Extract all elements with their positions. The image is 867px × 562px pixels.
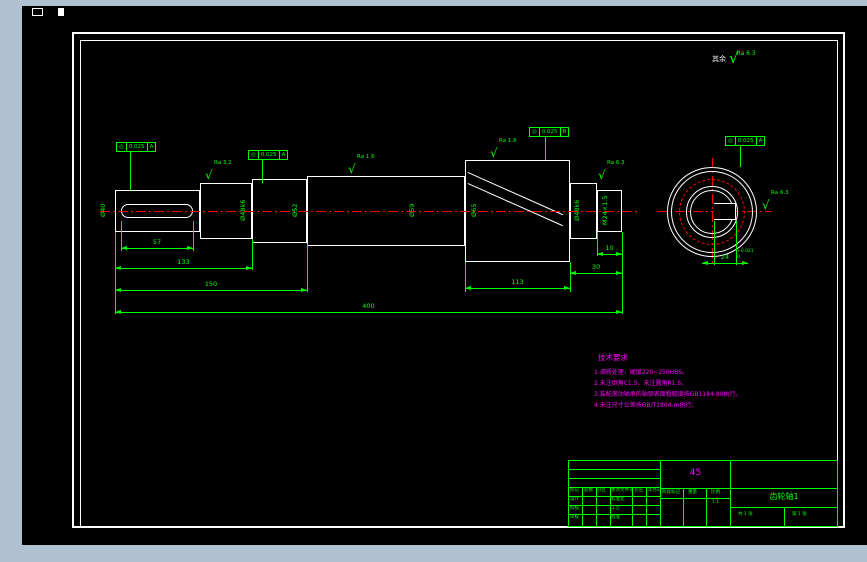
end-view-tolerance: +0.021 0: [737, 249, 754, 261]
part-name: 齿轮轴1: [769, 492, 799, 501]
border-outer: [72, 32, 845, 528]
endview-outer-circle: [667, 167, 757, 257]
endview-circle-2: [671, 171, 753, 253]
drawing-sheet: [22, 6, 867, 545]
shaft-centerline: [100, 211, 640, 212]
endview-keyway-notch: [714, 203, 736, 220]
general-roughness-note: 其余 √ Ra 6.3: [712, 50, 756, 66]
technical-notes: 技术要求: [594, 352, 628, 363]
pitch-circle: [679, 179, 745, 245]
roughness-value: Ra 6.3: [736, 50, 756, 57]
roughness-icon: √: [729, 49, 739, 67]
notes-title: 技术要求: [598, 353, 628, 362]
material-label: 45: [689, 468, 702, 478]
tolerance-lower: 0: [737, 254, 740, 260]
title-block: [568, 460, 838, 527]
ucs-icon: [32, 8, 43, 16]
tolerance-upper: +0.021: [737, 249, 754, 254]
border-inner: [80, 40, 838, 527]
cursor-artifact-icon: [58, 8, 64, 16]
other-surfaces-label: 其余: [712, 55, 726, 63]
